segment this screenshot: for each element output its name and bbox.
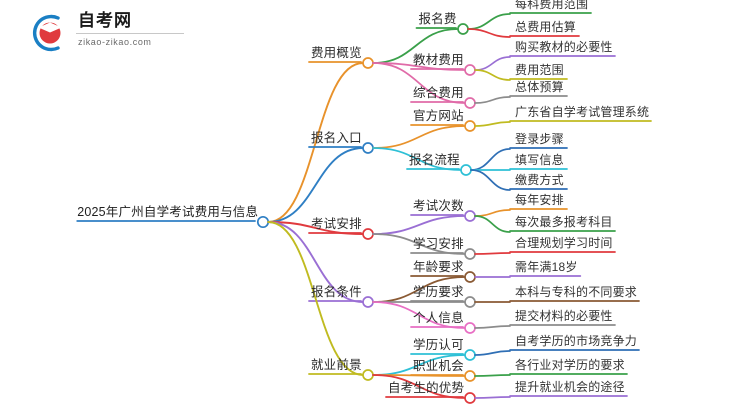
subbranch-label-4-3[interactable]: 个人信息 [412, 311, 464, 325]
subbranch-label-5-2[interactable]: 职业机会 [412, 359, 464, 373]
subbranch-label-1-1[interactable]: 报名费 [418, 12, 457, 26]
branch-label-2[interactable]: 报名入口 [310, 131, 362, 145]
branch-label-1[interactable]: 费用概览 [310, 46, 362, 60]
root-node-label[interactable]: 2025年广州自学考试费用与信息 [77, 205, 259, 219]
leaf-label-5-3-1[interactable]: 提升就业机会的途径 [515, 380, 625, 394]
leaf-label-2-2-1[interactable]: 登录步骤 [515, 132, 564, 146]
leaf-label-4-1-1[interactable]: 需年满18岁 [515, 260, 578, 274]
leaf-label-4-3-1[interactable]: 提交材料的必要性 [515, 309, 613, 323]
leaf-label-2-2-2[interactable]: 填写信息 [515, 153, 564, 167]
logo-subtitle: zikao-zikao.com [78, 37, 152, 47]
leaf-label-1-2-2[interactable]: 费用范围 [515, 63, 564, 77]
subbranch-label-2-2[interactable]: 报名流程 [408, 153, 460, 167]
leaf-label-1-1-1[interactable]: 每科费用范围 [515, 0, 589, 11]
subbranch-label-4-1[interactable]: 年龄要求 [412, 260, 464, 274]
subbranch-label-5-1[interactable]: 学历认可 [412, 338, 464, 352]
leaf-label-3-2-1[interactable]: 合理规划学习时间 [515, 236, 613, 250]
branch-label-3[interactable]: 考试安排 [310, 217, 362, 231]
subbranch-label-1-2[interactable]: 教材费用 [412, 53, 464, 67]
subbranch-label-3-2[interactable]: 学习安排 [412, 237, 464, 251]
logo-divider [76, 33, 184, 34]
branch-label-5[interactable]: 就业前景 [310, 358, 362, 372]
leaf-label-1-2-1[interactable]: 购买教材的必要性 [515, 40, 613, 54]
graduation-cap-icon [32, 14, 63, 52]
leaf-label-2-1-1[interactable]: 广东省自学考试管理系统 [515, 105, 650, 119]
branch-label-4[interactable]: 报名条件 [310, 285, 362, 299]
leaf-label-4-2-1[interactable]: 本科与专科的不同要求 [515, 285, 638, 299]
subbranch-label-2-1[interactable]: 官方网站 [412, 109, 464, 123]
leaf-label-5-2-1[interactable]: 各行业对学历的要求 [515, 358, 625, 372]
logo-text: 自考网 zikao-zikao.com [76, 10, 188, 48]
subbranch-label-4-2[interactable]: 学历要求 [412, 285, 464, 299]
subbranch-label-5-3[interactable]: 自考生的优势 [387, 381, 465, 395]
leaf-label-3-1-2[interactable]: 每次最多报考科目 [515, 215, 613, 229]
logo-title: 自考网 [78, 11, 132, 30]
subbranch-label-1-3[interactable]: 综合费用 [412, 86, 464, 100]
leaf-label-1-3-1[interactable]: 总体预算 [515, 80, 564, 94]
leaf-label-5-1-1[interactable]: 自考学历的市场竞争力 [515, 334, 638, 348]
leaf-label-2-2-3[interactable]: 缴费方式 [515, 173, 564, 187]
site-logo: 自考网 zikao-zikao.com [28, 10, 188, 56]
leaf-label-1-1-2[interactable]: 总费用估算 [515, 20, 577, 34]
subbranch-label-3-1[interactable]: 考试次数 [412, 199, 464, 213]
leaf-label-3-1-1[interactable]: 每年安排 [515, 193, 564, 207]
